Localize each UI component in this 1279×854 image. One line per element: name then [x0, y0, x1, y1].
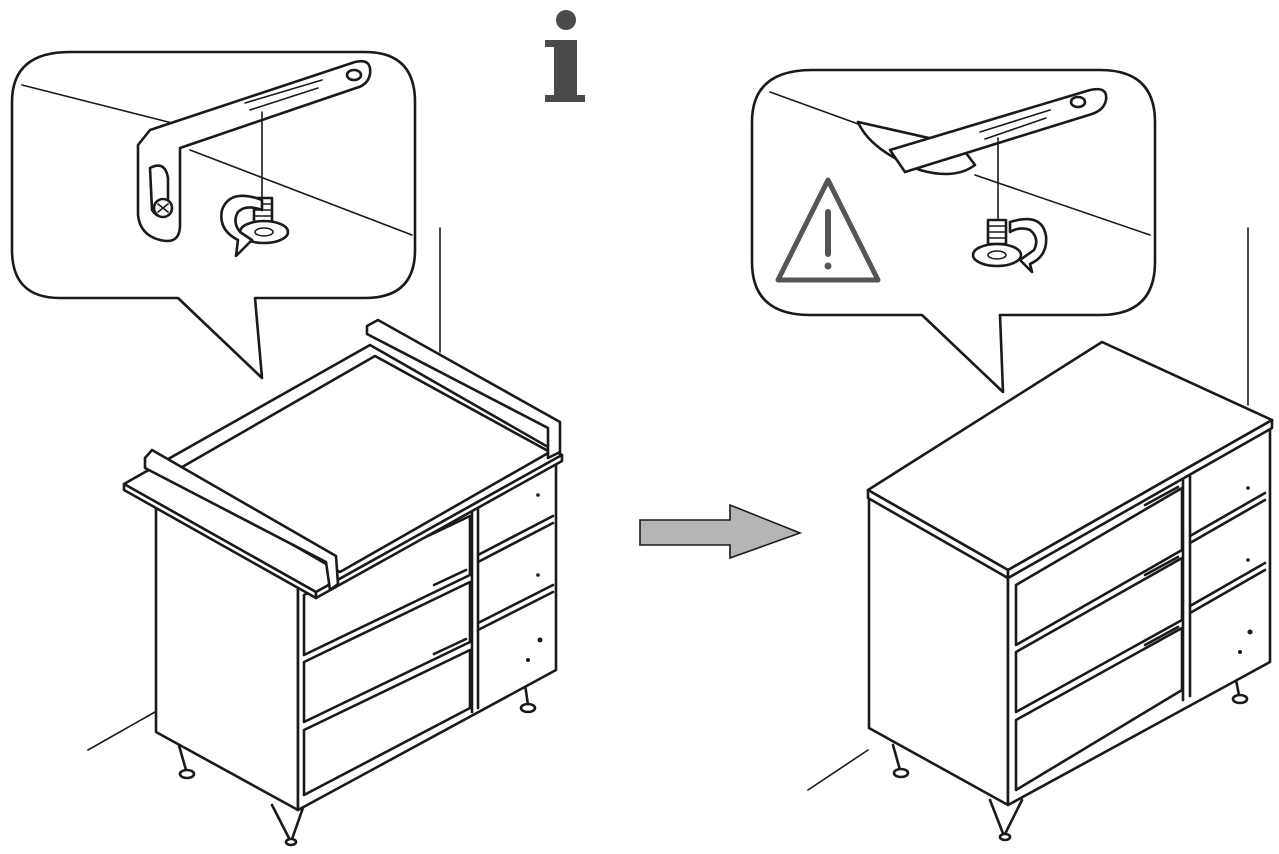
drawer-fronts	[302, 514, 472, 797]
right-arrow-icon	[639, 503, 803, 560]
detail-callout-left	[10, 50, 417, 380]
changing-top-front-rail	[143, 448, 340, 592]
changing-top-back-rail	[365, 318, 562, 460]
rotate-arrow-icon	[1008, 217, 1048, 274]
rotate-arrow-icon	[220, 194, 264, 258]
dresser-legs	[176, 668, 537, 847]
info-icon	[545, 10, 585, 102]
drawer-fronts-right	[1014, 485, 1184, 792]
floor-line-right	[807, 749, 869, 791]
step-right	[750, 68, 1274, 842]
changing-top	[143, 318, 562, 592]
open-shelves	[476, 493, 555, 662]
open-shelves-right	[1188, 486, 1267, 654]
floor-line	[87, 711, 156, 751]
detail-callout-right	[750, 68, 1157, 394]
warning-triangle-icon	[775, 177, 881, 283]
step-left	[10, 50, 564, 847]
